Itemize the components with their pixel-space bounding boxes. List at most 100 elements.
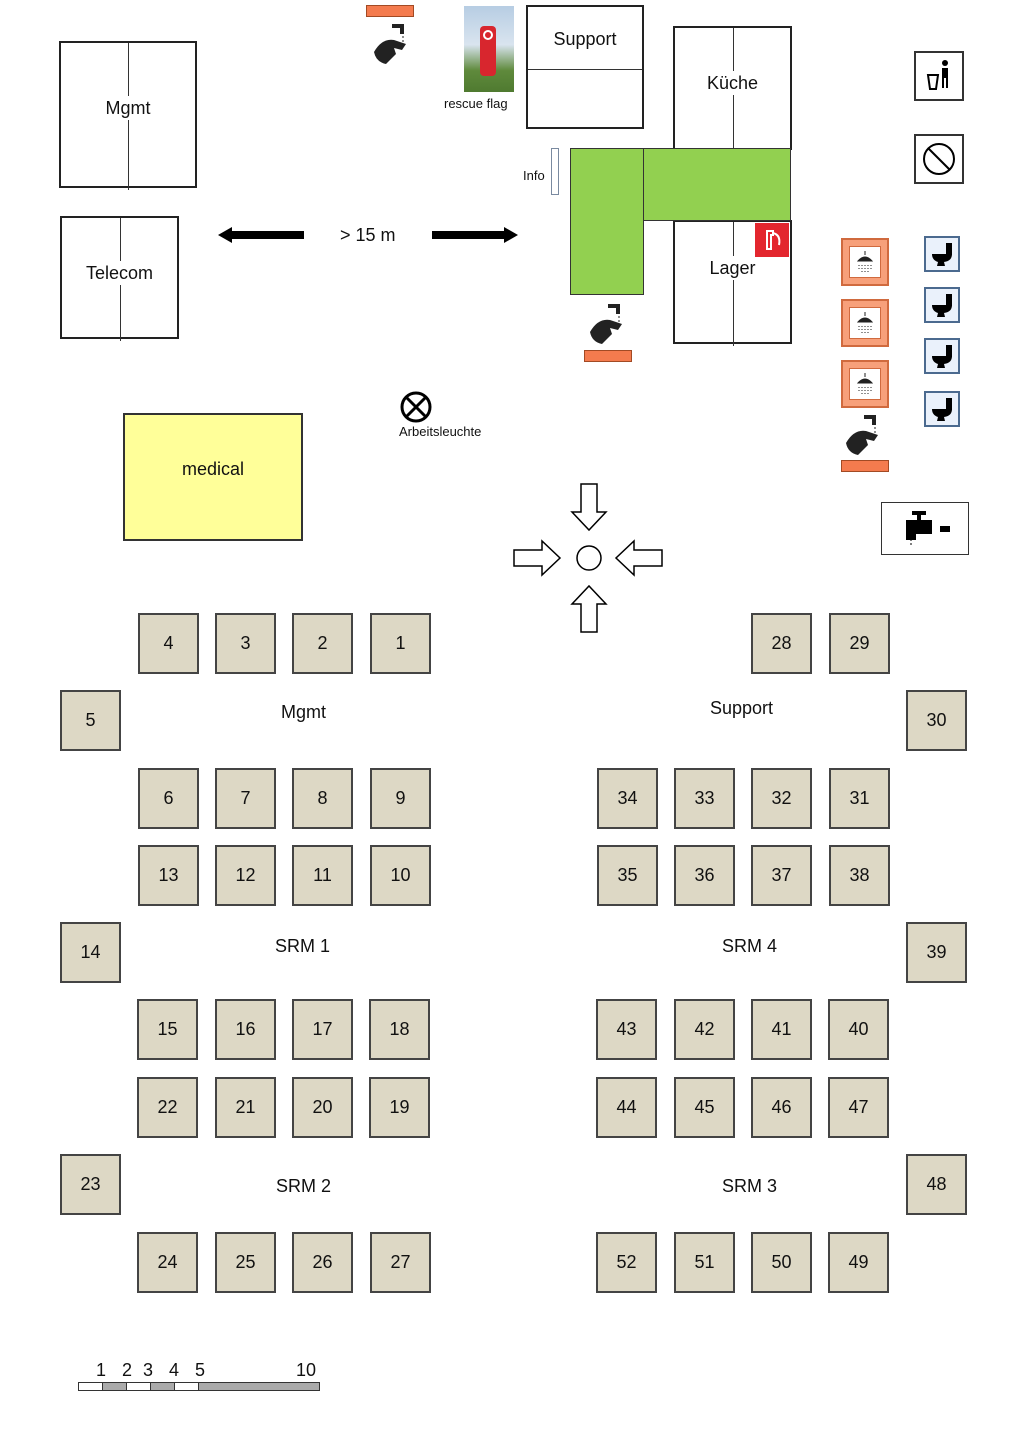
toilet-2 [924,287,960,323]
medical-area: medical [123,413,303,541]
trash-icon-box [914,51,964,101]
info-board [551,148,559,195]
support-building-label: Support [553,29,617,49]
tent: 17 [292,999,353,1060]
telecom-building: Telecom [60,216,179,341]
tent: 32 [751,768,812,829]
shower-1 [841,238,889,286]
tent: 15 [137,999,198,1060]
tent: 37 [751,845,812,906]
kueche-building-label: Küche [675,71,790,95]
tent: 28 [751,613,812,674]
tent: 13 [138,845,199,906]
tent: 50 [751,1232,812,1293]
scale-segment [78,1382,103,1391]
medical-label: medical [181,459,245,479]
tent: 10 [370,845,431,906]
tent: 21 [215,1077,276,1138]
lager-building-label: Lager [675,256,790,280]
rescue-flag-label: rescue flag [444,96,508,111]
area-label-srm3: SRM 3 [722,1176,778,1196]
tent: 27 [370,1232,431,1293]
tent: 36 [674,845,735,906]
mgmt-building-label: Mgmt [61,96,195,120]
toilet-icon [932,243,952,266]
tent: 29 [829,613,890,674]
info-label: Info [523,168,545,183]
distance-arrow-right [432,227,518,243]
tent: 2 [292,613,353,674]
tent: 39 [906,922,967,983]
area-label-srm4: SRM 4 [722,936,778,956]
tent: 30 [906,690,967,751]
work-light-label: Arbeitsleuchte [399,424,482,439]
trash-icon [926,60,948,90]
rescue-flag-image [464,6,514,92]
tent: 26 [292,1232,353,1293]
green-area-horizontal [643,148,791,221]
kueche-building: Küche [673,26,792,152]
support-building: Support [526,5,644,129]
toilet-icon [932,345,952,368]
assembly-point-icon [513,483,663,633]
handwash-icon [590,304,622,344]
scale-segment [102,1382,127,1391]
tent: 6 [138,768,199,829]
tent: 24 [137,1232,198,1293]
toilet-icon [932,398,952,421]
hydrant-icon [923,143,955,175]
handwash-icon [846,415,878,455]
tent: 9 [370,768,431,829]
tent: 7 [215,768,276,829]
area-label-mgmt: Mgmt [281,702,326,722]
distance-label: > 15 m [340,225,396,245]
toilet-3 [924,338,960,374]
tent: 48 [906,1154,967,1215]
scale-label: 4 [169,1360,180,1380]
tent: 31 [829,768,890,829]
tent: 41 [751,999,812,1060]
tent: 44 [596,1077,657,1138]
tent: 8 [292,768,353,829]
telecom-building-label: Telecom [62,261,177,285]
green-area-vertical [570,148,644,295]
fire-extinguisher-icon [755,223,789,257]
tent: 49 [828,1232,889,1293]
scale-label: 5 [195,1360,206,1380]
area-label-srm1: SRM 1 [275,936,331,956]
tent: 34 [597,768,658,829]
mgmt-building: Mgmt [59,41,197,190]
area-label-support: Support [710,698,774,718]
tent: 3 [215,613,276,674]
shower-2 [841,299,889,347]
toilet-1 [924,236,960,272]
handwash-icon [374,24,406,64]
toilet-icon [932,294,952,317]
scale-segment [126,1382,151,1391]
tent: 47 [828,1077,889,1138]
tent: 4 [138,613,199,674]
scale-label: 3 [143,1360,154,1380]
water-tap-icon [906,511,950,547]
shower-icon [856,312,874,334]
distance-arrow-left [218,227,304,243]
tent: 46 [751,1077,812,1138]
tent: 12 [215,845,276,906]
tent: 18 [369,999,430,1060]
tent: 23 [60,1154,121,1215]
shower-3 [841,360,889,408]
tent: 14 [60,922,121,983]
toilet-4 [924,391,960,427]
hydrant-icon-box [914,134,964,184]
shower-icon [856,373,874,395]
tent: 38 [829,845,890,906]
brick-icon [584,350,632,362]
scale-segment [198,1382,320,1391]
tent: 33 [674,768,735,829]
tent: 19 [369,1077,430,1138]
tent: 1 [370,613,431,674]
scale-label: 10 [296,1360,317,1380]
brick-icon [366,5,414,17]
water-tap-box [881,502,969,555]
tent: 35 [597,845,658,906]
